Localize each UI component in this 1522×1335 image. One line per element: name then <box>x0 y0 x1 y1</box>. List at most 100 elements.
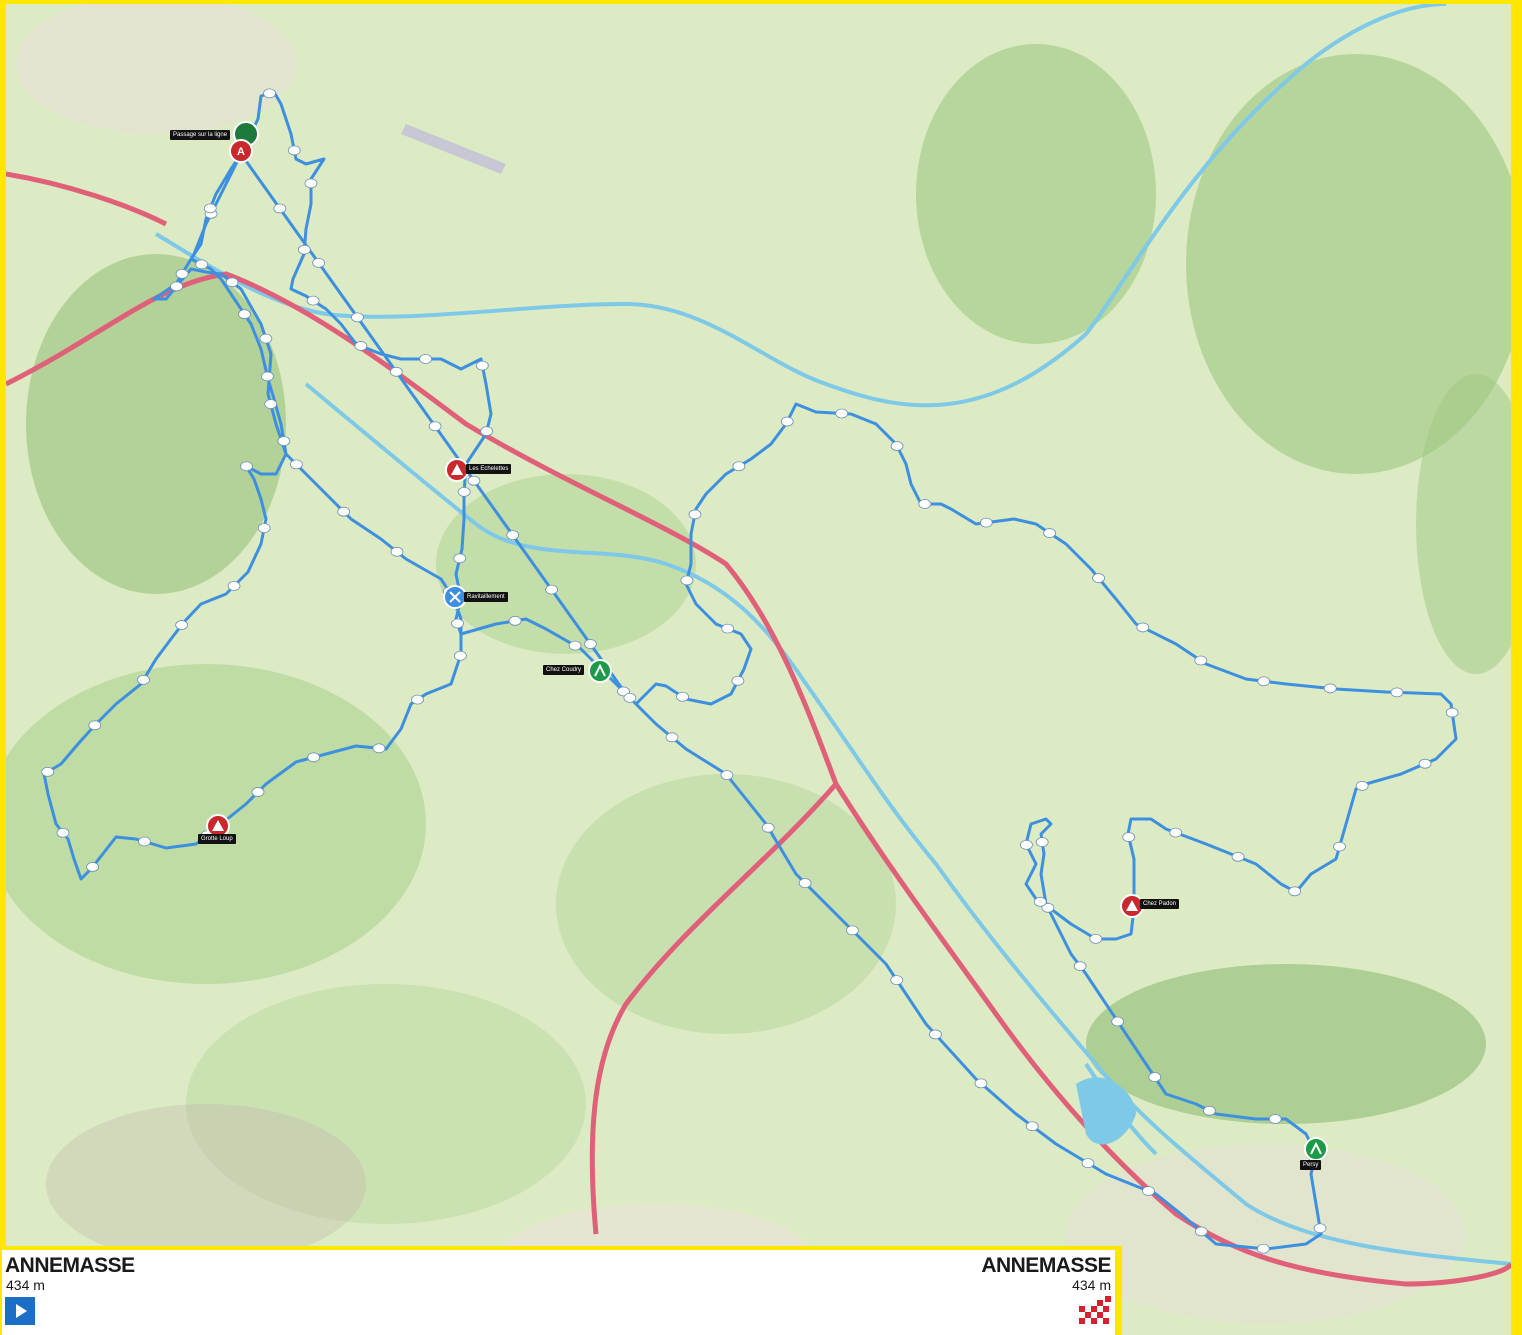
route-line <box>42 90 1458 1251</box>
airport-runway <box>401 124 506 174</box>
sprint-icon <box>594 663 606 677</box>
km-marker <box>354 341 368 351</box>
km-marker <box>227 581 241 591</box>
label-passage: Passage sur la ligne <box>170 130 231 140</box>
km-marker <box>251 787 265 797</box>
km-marker <box>240 461 253 472</box>
km-marker <box>457 486 471 497</box>
km-marker <box>86 862 100 872</box>
km-marker <box>731 675 745 686</box>
km-marker <box>1231 851 1245 862</box>
feed-zone-marker[interactable] <box>443 585 467 609</box>
km-marker <box>1089 933 1103 944</box>
km-marker <box>1043 528 1057 538</box>
km-marker <box>1148 1072 1162 1083</box>
km-marker <box>568 640 582 651</box>
km-marker <box>974 1078 988 1089</box>
km-marker <box>1418 758 1432 769</box>
km-marker <box>929 1029 942 1040</box>
sprint-icon <box>1310 1141 1322 1155</box>
km-marker <box>1111 1016 1125 1027</box>
km-marker <box>389 366 403 377</box>
km-marker <box>480 426 494 437</box>
sprint-marker-persy[interactable] <box>1304 1137 1328 1161</box>
km-marker <box>1203 1105 1216 1116</box>
start-marker[interactable]: A <box>229 121 259 163</box>
mountain-climb-icon <box>1126 900 1138 911</box>
km-marker <box>835 408 849 419</box>
km-marker <box>1020 839 1033 850</box>
km-marker <box>845 925 859 936</box>
km-marker <box>238 309 251 320</box>
km-marker <box>428 421 442 432</box>
km-marker <box>1268 1114 1282 1124</box>
climb-marker-echelettes[interactable] <box>445 458 469 482</box>
route-map[interactable]: A Passage sur la ligne Les Echelettes Ra… <box>6 4 1511 1335</box>
km-marker <box>721 623 735 634</box>
km-marker <box>372 743 386 754</box>
km-marker <box>979 517 993 528</box>
km-marker <box>761 822 775 833</box>
svg-text:A: A <box>237 146 245 158</box>
km-marker <box>545 584 558 595</box>
km-marker <box>1122 832 1136 842</box>
km-marker <box>1142 1186 1155 1196</box>
label-echelettes: Les Echelettes <box>466 464 512 474</box>
finish-elevation: 434 m <box>1072 1277 1111 1293</box>
km-marker <box>419 354 433 364</box>
km-marker <box>1194 1226 1208 1237</box>
km-marker <box>688 509 702 520</box>
km-marker <box>306 295 320 306</box>
km-marker <box>1288 886 1302 897</box>
km-marker <box>257 523 271 533</box>
km-marker <box>41 766 55 777</box>
km-marker <box>337 506 351 517</box>
profile-panel: ANNEMASSE 434 m ANNEMASSE 434 m <box>2 1250 1115 1335</box>
km-marker <box>1081 1158 1095 1169</box>
km-markers <box>41 88 1459 1254</box>
label-persy: Persy <box>1300 1160 1322 1170</box>
km-marker <box>56 827 70 838</box>
km-marker <box>1033 896 1047 907</box>
km-marker <box>680 575 694 586</box>
label-chez-padon: Chez Padon <box>1140 899 1180 909</box>
km-marker <box>1194 655 1208 666</box>
km-marker <box>454 650 467 661</box>
km-marker <box>137 674 150 685</box>
start-elevation: 434 m <box>6 1277 45 1293</box>
km-marker <box>1092 573 1105 583</box>
km-marker <box>732 461 746 472</box>
km-marker <box>798 878 812 889</box>
km-marker <box>1041 902 1055 913</box>
km-marker <box>277 436 291 447</box>
sprint-marker-chez-coudry[interactable] <box>588 659 612 683</box>
label-ravitaillement: Ravitaillement <box>464 592 508 602</box>
km-marker <box>890 975 904 985</box>
km-marker <box>918 499 932 509</box>
km-marker <box>1256 1243 1270 1254</box>
km-marker <box>1333 841 1346 852</box>
km-marker <box>304 178 318 189</box>
km-marker <box>508 615 522 626</box>
km-marker <box>170 281 183 292</box>
terrain <box>6 4 1511 1324</box>
km-marker <box>1313 1223 1327 1234</box>
checkered-flag-icon <box>1079 1296 1111 1324</box>
lake <box>1076 1077 1136 1145</box>
km-marker <box>287 145 301 156</box>
km-marker <box>1035 837 1049 848</box>
map-canvas: A <box>6 4 1511 1324</box>
label-chez-coudry: Chez Coudry <box>543 665 585 675</box>
km-marker <box>203 203 217 214</box>
profile-footer: ANNEMASSE 434 m ANNEMASSE 434 m <box>0 1246 1122 1335</box>
km-marker <box>312 257 326 268</box>
mountain-climb-icon <box>212 820 224 831</box>
km-marker <box>225 277 239 288</box>
mountain-climb-icon <box>451 464 463 475</box>
start-town: ANNEMASSE <box>5 1254 135 1277</box>
feed-zone-icon <box>449 591 461 603</box>
km-marker <box>665 732 679 743</box>
km-marker <box>506 530 520 541</box>
km-marker <box>175 268 189 279</box>
km-marker <box>390 546 404 557</box>
